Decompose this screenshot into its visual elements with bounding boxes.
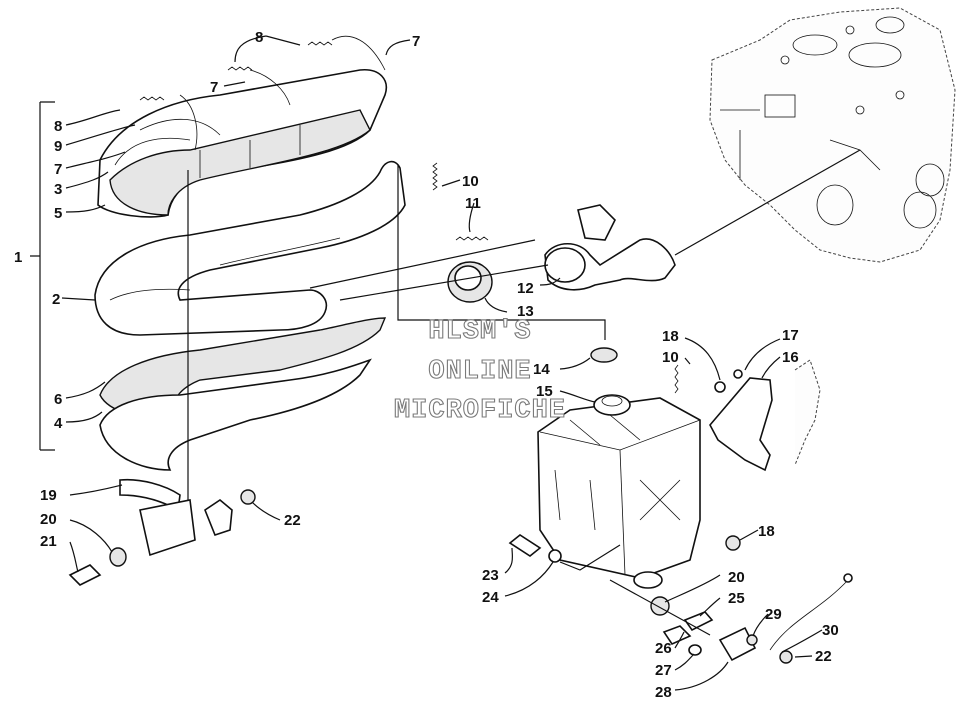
leader-lines bbox=[30, 35, 861, 691]
left-mount-hardware bbox=[68, 478, 256, 586]
callout-3: 3 bbox=[54, 181, 62, 198]
callout-28: 28 bbox=[655, 684, 672, 701]
exhaust-manifold bbox=[447, 204, 676, 303]
tank-bracket bbox=[709, 359, 821, 472]
callout-6: 6 bbox=[54, 391, 62, 408]
callout-10-top: 10 bbox=[462, 173, 479, 190]
callout-17: 17 bbox=[782, 327, 799, 344]
watermark-line-1: HLSM'S bbox=[428, 317, 531, 347]
watermark: HLSM'S ONLINE MICROFICHE bbox=[393, 316, 566, 426]
callout-2: 2 bbox=[52, 291, 60, 308]
callout-11: 11 bbox=[465, 195, 481, 212]
callout-18-right: 18 bbox=[758, 523, 775, 540]
callout-7-left: 7 bbox=[54, 161, 62, 178]
callout-20-left: 20 bbox=[40, 511, 57, 528]
callout-16: 16 bbox=[782, 349, 799, 366]
callout-25: 25 bbox=[728, 590, 745, 607]
callout-7-mid: 7 bbox=[210, 79, 218, 96]
callout-18-top: 18 bbox=[662, 328, 679, 345]
callout-8-left: 8 bbox=[54, 118, 62, 135]
callout-10-right: 10 bbox=[662, 349, 679, 366]
callout-8-top: 8 bbox=[255, 29, 263, 46]
lower-heat-shield bbox=[99, 317, 387, 471]
callout-20-right: 20 bbox=[728, 569, 745, 586]
engine-block bbox=[709, 7, 956, 263]
watermark-line-2: ONLINE bbox=[428, 357, 531, 387]
springs bbox=[114, 35, 679, 394]
callout-19: 19 bbox=[40, 487, 57, 504]
callout-15: 15 bbox=[536, 383, 553, 400]
callout-14: 14 bbox=[533, 361, 550, 378]
callout-7-right: 7 bbox=[412, 33, 420, 50]
callout-5: 5 bbox=[54, 205, 62, 222]
callout-27: 27 bbox=[655, 662, 672, 679]
muffler-tank bbox=[537, 347, 701, 589]
callout-23: 23 bbox=[482, 567, 499, 584]
upper-heat-shield bbox=[97, 69, 387, 218]
callout-1: 1 bbox=[14, 249, 22, 266]
callout-21: 21 bbox=[40, 533, 57, 550]
callout-12: 12 bbox=[517, 280, 534, 297]
callout-22-right: 22 bbox=[815, 648, 832, 665]
expansion-chamber bbox=[94, 160, 406, 336]
callout-22-left: 22 bbox=[284, 512, 301, 529]
callout-9: 9 bbox=[54, 138, 62, 155]
callout-13: 13 bbox=[517, 303, 534, 320]
callout-26: 26 bbox=[655, 640, 672, 657]
callout-24: 24 bbox=[482, 589, 499, 606]
callout-29: 29 bbox=[765, 606, 782, 623]
callout-30: 30 bbox=[822, 622, 839, 639]
watermark-line-3: MICROFICHE bbox=[394, 396, 566, 426]
callouts: 1 2 3 4 5 6 7 7 7 8 8 9 10 10 11 12 13 1… bbox=[14, 29, 839, 701]
callout-4: 4 bbox=[54, 415, 63, 432]
